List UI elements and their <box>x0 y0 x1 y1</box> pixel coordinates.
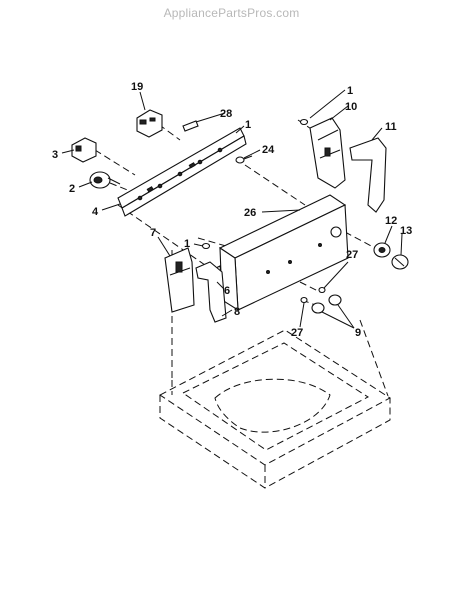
callout-6: 6 <box>224 285 230 297</box>
callout-13: 13 <box>400 225 412 237</box>
callout-11: 11 <box>385 121 397 133</box>
callout-28: 28 <box>220 108 232 120</box>
callout-1-top-right: 1 <box>347 85 353 97</box>
knob-part-9-upper <box>328 294 342 306</box>
knob-part-9-lower <box>311 302 325 314</box>
knob-part-13 <box>391 254 409 270</box>
watermark: AppliancePartsPros.com <box>163 6 300 20</box>
screw-part-27-upper <box>318 286 326 294</box>
switch-part-19 <box>136 109 163 138</box>
end-cap-right-part-10 <box>309 117 346 189</box>
callout-8: 8 <box>234 306 240 318</box>
screw-part-27-lower <box>300 296 308 304</box>
screw-part-24 <box>235 155 253 164</box>
timer-part-2 <box>89 171 121 189</box>
callout-labels: 19 28 1 1 10 11 3 24 2 4 26 12 13 7 1 27… <box>52 81 412 339</box>
console-panel-part-26 <box>218 194 349 312</box>
callout-1-center: 1 <box>245 119 251 131</box>
screw-part-1-top <box>299 118 309 126</box>
callout-7: 7 <box>150 227 156 239</box>
callout-24: 24 <box>262 144 275 156</box>
tub-top-outline <box>159 250 391 489</box>
knob-skirt-part-12 <box>373 242 391 258</box>
callout-9: 9 <box>355 327 361 339</box>
console-bracket-part-4 <box>117 127 247 217</box>
callout-3: 3 <box>52 149 58 161</box>
callout-12: 12 <box>385 215 397 227</box>
switch-part-3 <box>71 137 97 163</box>
end-trim-right-part-11 <box>349 137 387 213</box>
callout-10: 10 <box>345 101 357 113</box>
end-cap-left-part-7 <box>164 247 195 313</box>
callout-26: 26 <box>244 207 256 219</box>
callout-27-upper: 27 <box>346 249 358 261</box>
screw-part-28 <box>182 120 199 132</box>
callout-19: 19 <box>131 81 143 93</box>
end-trim-left-part-8 <box>195 261 227 323</box>
callout-4: 4 <box>92 206 99 218</box>
leader-lines <box>61 89 403 329</box>
callout-1-left: 1 <box>184 238 190 250</box>
callout-27-lower: 27 <box>291 327 303 339</box>
callout-2: 2 <box>69 183 75 195</box>
screw-part-1-left <box>201 242 211 250</box>
